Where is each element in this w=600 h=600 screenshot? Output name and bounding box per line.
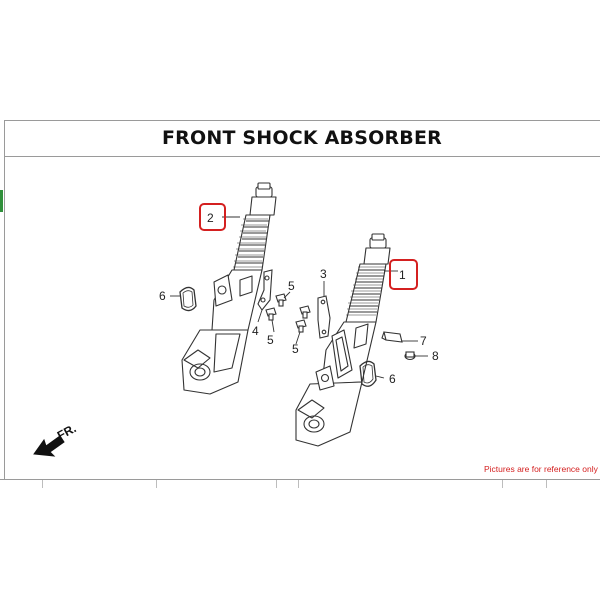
diagram-title: FRONT SHOCK ABSORBER [161, 127, 442, 149]
callout-1: 1 [399, 268, 406, 282]
highlight-box-2 [199, 203, 226, 231]
callout-5a: 5 [288, 279, 295, 293]
highlight-box-1 [389, 259, 418, 290]
callout-4: 4 [252, 324, 259, 338]
seal-ring-6-right [359, 360, 377, 387]
callout-6-right: 6 [389, 372, 396, 386]
callout-2: 2 [207, 211, 214, 225]
plate-3 [317, 295, 331, 339]
bolt-5b [265, 307, 277, 321]
reference-note: Pictures are for reference only [484, 464, 598, 474]
callout-6-left: 6 [159, 289, 166, 303]
front-direction-arrow-icon [33, 435, 65, 457]
drain-part-7 [381, 331, 403, 343]
bolt-8 [404, 351, 416, 361]
bolt-5d [299, 305, 311, 319]
frame-bottom-line [0, 479, 600, 480]
edge-marker [0, 190, 3, 212]
bolt-5a [275, 293, 287, 307]
callout-5c: 5 [292, 342, 299, 356]
left-fork-assembly [181, 182, 277, 395]
seal-ring-6-left [179, 286, 197, 312]
diagram-frame [4, 120, 600, 480]
callout-5b: 5 [267, 333, 274, 347]
callout-7: 7 [420, 334, 427, 348]
right-fork-assembly [295, 233, 391, 447]
frame-ticks [0, 480, 600, 490]
bolt-5c [295, 319, 307, 333]
callout-3: 3 [320, 267, 327, 281]
title-bar: FRONT SHOCK ABSORBER [4, 120, 600, 157]
callout-8: 8 [432, 349, 439, 363]
